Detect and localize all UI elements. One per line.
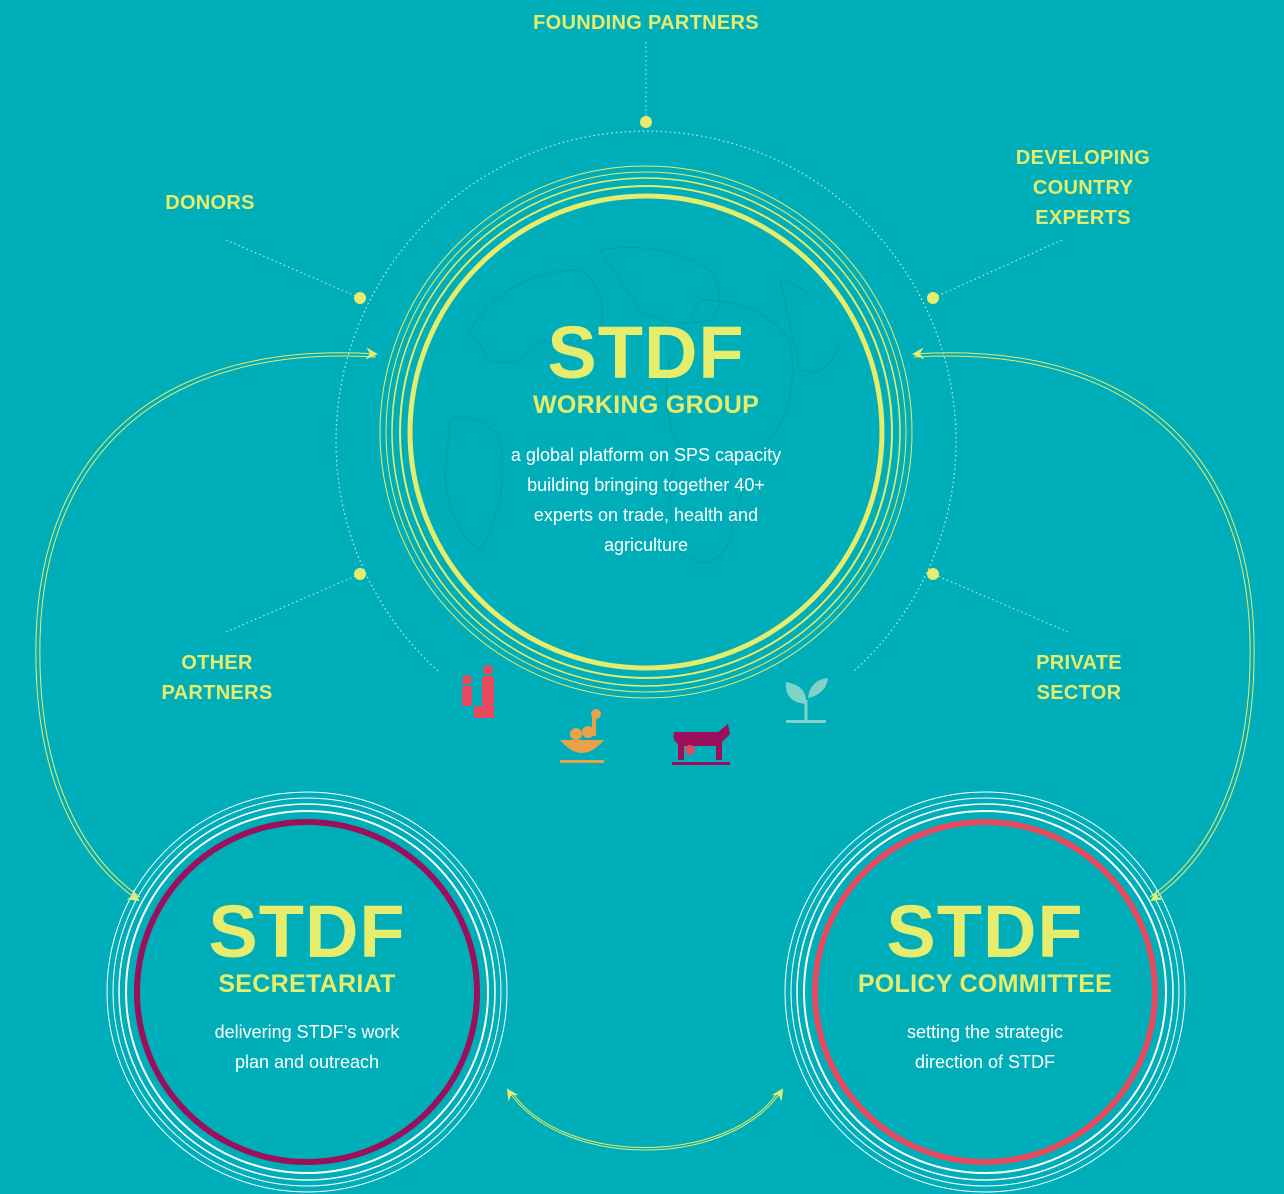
globe-texture (444, 246, 841, 564)
working-group-title: STDF (547, 311, 745, 394)
donors-label: DONORS (165, 192, 255, 214)
arrow-bottom (506, 1088, 784, 1151)
developing-country-experts-label: DEVELOPING COUNTRY EXPERTS (1015, 147, 1151, 229)
donors-dot (354, 292, 366, 304)
policy-committee-description: setting the strategic direction of STDF (906, 1022, 1064, 1072)
food-safety-icon (560, 709, 604, 763)
arrow-left (35, 347, 378, 902)
other-partners-label: OTHER PARTNERS (161, 652, 273, 704)
plant-health-icon (785, 678, 828, 723)
human-health-icon (462, 665, 494, 718)
working-group-text: STDF WORKING GROUP a global platform on … (446, 316, 846, 560)
secretariat-description: delivering STDF’s work plan and outreach (214, 1022, 400, 1072)
other-partners-dot (354, 568, 366, 580)
founding-partners-label: FOUNDING PARTNERS (533, 12, 759, 34)
policy-committee-text: STDF POLICY COMMITTEE setting the strate… (825, 895, 1145, 1077)
secretariat-text: STDF SECRETARIAT delivering STDF’s work … (147, 895, 467, 1077)
arrows (35, 347, 1255, 1151)
private-sector-label: PRIVATE SECTOR (1036, 652, 1122, 704)
founding-partners-dot (640, 116, 652, 128)
private-sector-dot (927, 568, 939, 580)
animal-health-icon (672, 724, 730, 765)
working-group-description: a global platform on SPS capacity buildi… (510, 445, 782, 555)
secretariat-title: STDF (208, 890, 406, 973)
policy-committee-subtitle: POLICY COMMITTEE (857, 970, 1113, 998)
secretariat-subtitle: SECRETARIAT (218, 970, 396, 998)
arrow-right (912, 347, 1255, 902)
developing-experts-dot (927, 292, 939, 304)
policy-committee-title: STDF (886, 890, 1084, 973)
working-group-subtitle: WORKING GROUP (532, 391, 760, 419)
working-group-rings (379, 165, 913, 699)
